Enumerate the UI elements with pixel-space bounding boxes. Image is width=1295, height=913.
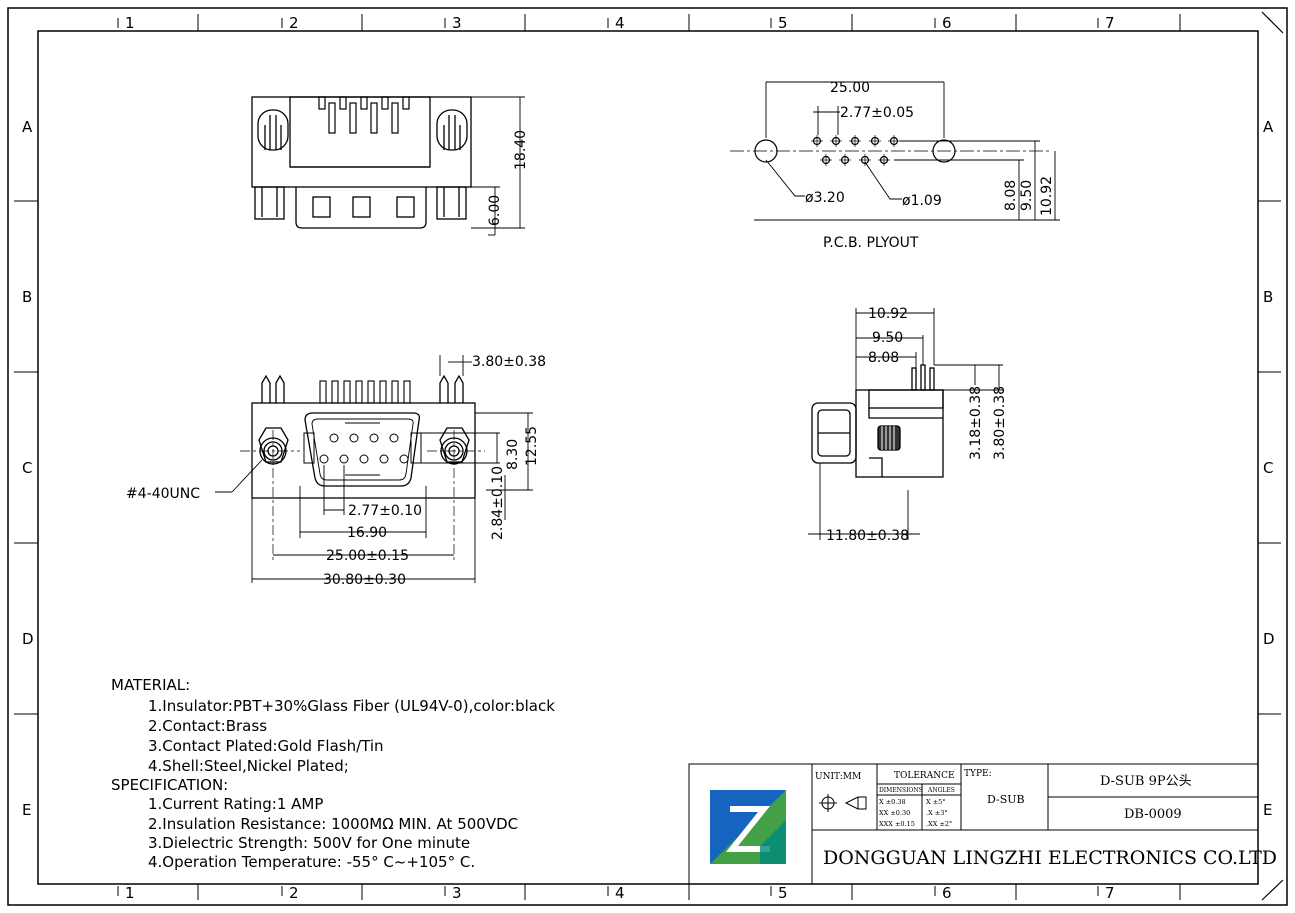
row-label-left-d: D	[22, 630, 34, 648]
col-label-top-2: 2	[289, 14, 299, 32]
row-label-right-c: C	[1263, 459, 1273, 477]
part-name: D-SUB 9P公头	[1100, 774, 1192, 789]
front-overall-width-dim: 30.80±0.30	[323, 572, 406, 588]
front-mount-spacing-dim: 25.00±0.15	[326, 548, 409, 564]
type-label: TYPE:	[964, 769, 992, 779]
row-label-right-e: E	[1263, 801, 1272, 819]
row-label-right-b: B	[1263, 288, 1273, 306]
top-view-height-dim: 18.40	[513, 130, 529, 170]
tol-ang-row-2: .X ±3°	[926, 809, 948, 817]
pcb-h3-dim: 10.92	[1039, 176, 1055, 216]
notes-block: MATERIAL: 1.Insulator:PBT+30%Glass Fiber…	[111, 676, 555, 871]
thread-callout: #4-40UNC	[126, 486, 200, 502]
col-label-top-5: 5	[778, 14, 788, 32]
col-label-top-1: 1	[125, 14, 135, 32]
part-number: DB-0009	[1124, 807, 1182, 822]
spec-line-2: 2.Insulation Resistance: 1000MΩ MIN. At …	[148, 815, 518, 833]
dimensions-label: DIMENSIONS	[879, 787, 923, 794]
row-label-left-e: E	[22, 801, 31, 819]
row-label-left-b: B	[22, 288, 32, 306]
type-value: D-SUB	[987, 793, 1025, 806]
side-pin1-dim: 3.18±0.38	[968, 386, 984, 460]
col-label-top-3: 3	[452, 14, 462, 32]
front-contacts-row-1	[329, 433, 399, 443]
tol-ang-row-3: .XX ±2°	[926, 820, 952, 828]
side-view	[808, 308, 1003, 540]
pcb-pin-hole-dim: ø1.09	[902, 193, 942, 209]
front-post-dim: 3.80±0.38	[472, 354, 546, 370]
pcb-mount-hole-dim: ø3.20	[805, 190, 845, 206]
material-line-2: 2.Contact:Brass	[148, 717, 267, 735]
material-line-3: 3.Contact Plated:Gold Flash/Tin	[148, 737, 384, 755]
pcb-pitch-dim: 2.77±0.05	[840, 105, 914, 121]
col-label-bottom-2: 2	[289, 884, 299, 902]
title-block	[688, 763, 1259, 885]
company-logo	[710, 790, 786, 864]
tol-dim-row-2: XX ±0.30	[879, 809, 910, 817]
row-label-left-c: C	[22, 459, 32, 477]
company-name: DONGGUAN LINGZHI ELECTRONICS CO.LTD	[823, 847, 1277, 869]
row-label-right-d: D	[1263, 630, 1275, 648]
front-offset-dim: 2.84±0.10	[490, 466, 506, 540]
spec-title: SPECIFICATION:	[111, 776, 228, 794]
pcb-caption: P.C.B. PLYOUT	[823, 235, 919, 251]
row-label-right-a: A	[1263, 118, 1274, 136]
tol-dim-row-3: XXX ±0.15	[879, 820, 915, 828]
screw-lock-thread	[877, 425, 901, 451]
spec-line-1: 1.Current Rating:1 AMP	[148, 795, 323, 813]
material-line-4: 4.Shell:Steel,Nickel Plated;	[148, 757, 349, 775]
pcb-h1-dim: 8.08	[1003, 180, 1019, 211]
tol-ang-row-1: X ±5°	[926, 798, 946, 806]
col-label-top-4: 4	[615, 14, 625, 32]
side-pin2-dim: 3.80±0.38	[992, 386, 1008, 460]
col-label-bottom-5: 5	[778, 884, 788, 902]
col-label-top-7: 7	[1105, 14, 1115, 32]
col-label-bottom-6: 6	[942, 884, 952, 902]
col-label-bottom-1: 1	[125, 884, 135, 902]
material-line-1: 1.Insulator:PBT+30%Glass Fiber (UL94V-0)…	[148, 697, 555, 715]
unit-label: UNIT:MM	[815, 772, 861, 782]
angles-label: ANGLES	[927, 787, 955, 794]
front-flange-height-dim: 12.55	[524, 426, 540, 466]
side-d2-dim: 9.50	[872, 330, 903, 346]
spec-line-3: 3.Dielectric Strength: 500V for One minu…	[148, 834, 470, 852]
tol-dim-row-1: X ±0.38	[879, 798, 906, 806]
pcb-h2-dim: 9.50	[1019, 180, 1035, 211]
front-pitch-dim: 2.77±0.10	[348, 503, 422, 519]
pcb-width-dim: 25.00	[830, 80, 870, 96]
pcb-pin-holes-row-2	[821, 155, 889, 165]
side-d1-dim: 10.92	[868, 306, 908, 322]
front-view	[215, 355, 533, 583]
front-contacts-row-2	[319, 454, 409, 464]
tolerance-label: TOLERANCE	[894, 771, 955, 781]
top-view	[251, 96, 525, 236]
side-d3-dim: 8.08	[868, 350, 899, 366]
row-label-left-a: A	[22, 118, 33, 136]
pcb-layout	[730, 81, 1060, 221]
top-view-depth-dim: 6.00	[487, 195, 503, 226]
side-depth-dim: 11.80±0.38	[826, 528, 909, 544]
front-d-width-dim: 16.90	[347, 525, 387, 541]
col-label-top-6: 6	[942, 14, 952, 32]
spec-line-4: 4.Operation Temperature: -55° C~+105° C.	[148, 853, 475, 871]
material-title: MATERIAL:	[111, 676, 190, 694]
col-label-bottom-3: 3	[452, 884, 462, 902]
front-d-height-dim: 8.30	[505, 439, 521, 470]
col-label-bottom-4: 4	[615, 884, 625, 902]
col-label-bottom-7: 7	[1105, 884, 1115, 902]
